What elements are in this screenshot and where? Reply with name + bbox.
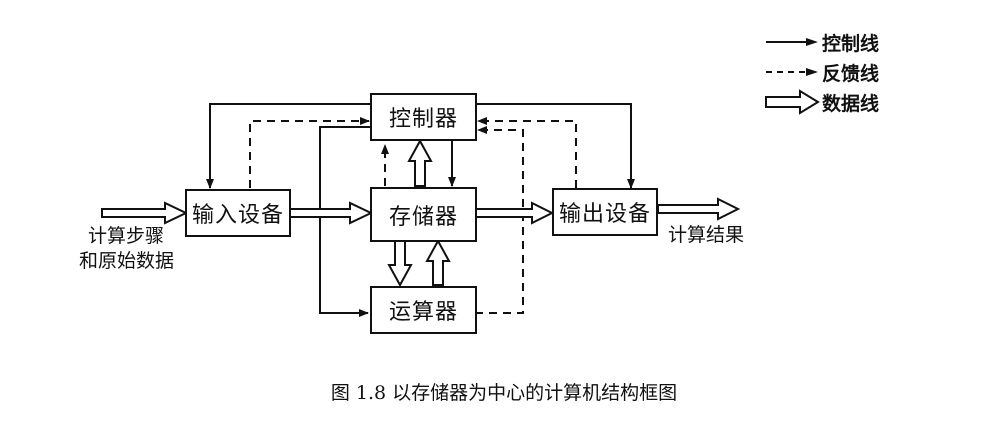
memory-block: 存储器	[370, 187, 477, 242]
data-arrow-memory-to-controller	[407, 138, 433, 187]
feedback-line-alu	[475, 126, 524, 314]
control-line-to-output	[475, 103, 635, 189]
legend-label-feedback: 反馈线	[822, 63, 880, 85]
data-arrow-output-to-result	[657, 197, 741, 221]
alu-block: 运算器	[370, 286, 477, 334]
output-result-label: 计算结果	[668, 224, 745, 246]
legend-solid-arrow-icon	[766, 38, 818, 46]
feedback-line-input	[249, 117, 370, 188]
legend-dashed-arrow-icon	[766, 68, 818, 76]
legend-label-control: 控制线	[822, 33, 880, 55]
data-lines	[101, 138, 741, 288]
control-lines	[206, 103, 635, 317]
legend-hollow-arrow-icon	[765, 89, 820, 115]
legend-label-data: 数据线	[822, 93, 880, 115]
data-arrow-memory-to-output	[474, 201, 555, 225]
input-device-block: 输入设备	[185, 189, 291, 237]
data-arrow-memory-to-alu	[387, 240, 413, 288]
input-source-label-line1: 计算步骤	[88, 225, 165, 247]
legend-item-data: 数据线	[762, 88, 962, 116]
control-line-to-input	[206, 103, 372, 189]
input-source-label-line2: 和原始数据	[79, 250, 175, 272]
data-arrow-input-to-memory	[289, 201, 374, 225]
legend-item-feedback: 反馈线	[762, 58, 962, 86]
feedback-line-output	[477, 117, 577, 188]
output-device-block: 输出设备	[552, 188, 658, 236]
figure-caption: 图 1.8 以存储器为中心的计算机结构框图	[330, 382, 678, 404]
data-arrow-alu-to-memory	[425, 238, 451, 286]
legend-item-control: 控制线	[762, 28, 962, 56]
feedback-lines	[249, 117, 577, 314]
controller-block: 控制器	[370, 93, 477, 141]
control-line-to-alu	[319, 126, 372, 317]
data-arrow-source-to-input	[101, 201, 189, 225]
